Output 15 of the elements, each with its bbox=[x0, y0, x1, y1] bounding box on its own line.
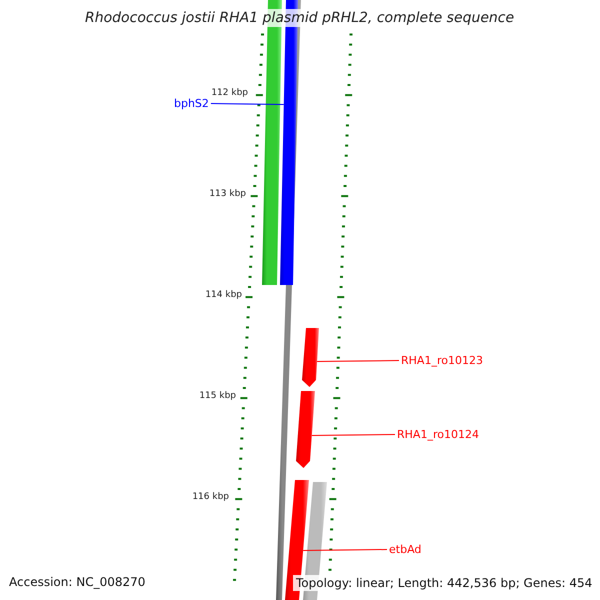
gene-label: RHA1_ro10123 bbox=[401, 355, 483, 366]
leader-line bbox=[311, 434, 396, 436]
scale-label: 116 kbp bbox=[192, 493, 229, 502]
leader-line bbox=[316, 360, 400, 362]
scale-label: 112 kbp bbox=[211, 89, 248, 98]
scale-label: 113 kbp bbox=[209, 190, 246, 199]
gene-feature bbox=[296, 391, 315, 468]
scale-label: 114 kbp bbox=[205, 291, 242, 300]
scale-label: 115 kbp bbox=[199, 392, 236, 401]
leader-line bbox=[210, 103, 284, 105]
gene-label: RHA1_ro10124 bbox=[397, 429, 479, 440]
accession-text: Accession: NC_008270 bbox=[9, 576, 146, 588]
leader-line bbox=[302, 549, 388, 551]
gene-label: etbAd bbox=[389, 544, 422, 555]
gene-label: bphS2 bbox=[174, 98, 209, 109]
